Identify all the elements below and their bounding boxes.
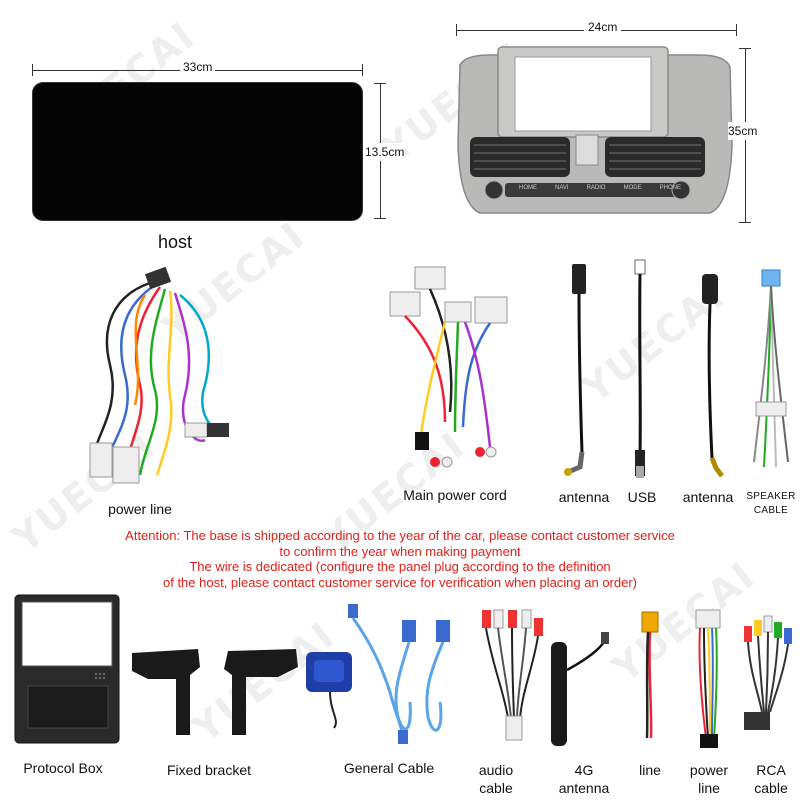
rca-cable-label: RCA cable <box>754 762 788 796</box>
4g-antenna-label: 4G antenna <box>558 762 610 796</box>
protocol-box-image <box>14 594 120 744</box>
power-line-harness-image <box>89 266 229 484</box>
audio-cable-label: audio cable <box>478 762 514 796</box>
attention-line-4: of the host, please contact customer ser… <box>162 574 638 590</box>
frame-width-label: 24cm <box>584 20 622 34</box>
navi-button: NAVI <box>555 185 569 191</box>
protocol-box-label: Protocol Box <box>23 760 103 776</box>
fixed-bracket-label: Fixed bracket <box>166 762 252 778</box>
attention-line-3: The wire is dedicated (configure the pan… <box>189 559 611 574</box>
usb-cable-image <box>634 259 646 478</box>
main-power-cord-label: Main power cord <box>400 486 510 504</box>
speaker-cable-label: SPEAKER CABLE <box>746 491 796 516</box>
main-power-cord-image <box>389 266 508 468</box>
host-screen <box>33 83 362 220</box>
antenna-cable-image-2 <box>702 274 724 478</box>
host-label: host <box>157 232 193 252</box>
general-cable-image <box>306 604 450 744</box>
fixed-bracket-image <box>132 649 298 735</box>
speaker-cable-image <box>753 269 789 468</box>
power-line-2-image <box>695 609 721 748</box>
antenna-label-1: antenna <box>558 489 610 505</box>
rca-cable-image <box>744 615 792 730</box>
host-width-label: 33cm <box>180 60 216 74</box>
line-label: line <box>639 762 661 778</box>
power-line-2-text: power line <box>689 762 729 796</box>
frame-height-label: 35cm <box>728 122 758 140</box>
phone-button: PHONE <box>659 185 681 191</box>
frame-button-row: HOME NAVI RADIO MODE PHONE <box>510 185 690 197</box>
attention-notice: Attention: The base is shipped according… <box>0 528 800 590</box>
power-line-label: power line <box>108 501 172 517</box>
host-height-label: 13.5cm <box>365 143 405 161</box>
attention-line-2: to confirm the year when making payment <box>279 543 521 559</box>
general-cable-label: General Cable <box>343 760 435 776</box>
radio-button: RADIO <box>586 185 606 191</box>
antenna-label-2: antenna <box>682 489 734 505</box>
power-line-2-label: power line <box>678 761 740 797</box>
dash-frame-image <box>457 46 733 214</box>
audio-cable-image <box>482 609 543 741</box>
4g-antenna-image <box>551 632 609 746</box>
line-cable-image <box>641 611 659 739</box>
attention-line-1: Attention: The base is shipped according… <box>125 528 675 543</box>
antenna-cable-image <box>564 264 586 476</box>
mode-button: MODE <box>623 185 642 191</box>
main-power-cord-text: Main power cord <box>403 487 507 503</box>
home-button: HOME <box>519 185 537 191</box>
usb-label: USB <box>627 489 657 505</box>
